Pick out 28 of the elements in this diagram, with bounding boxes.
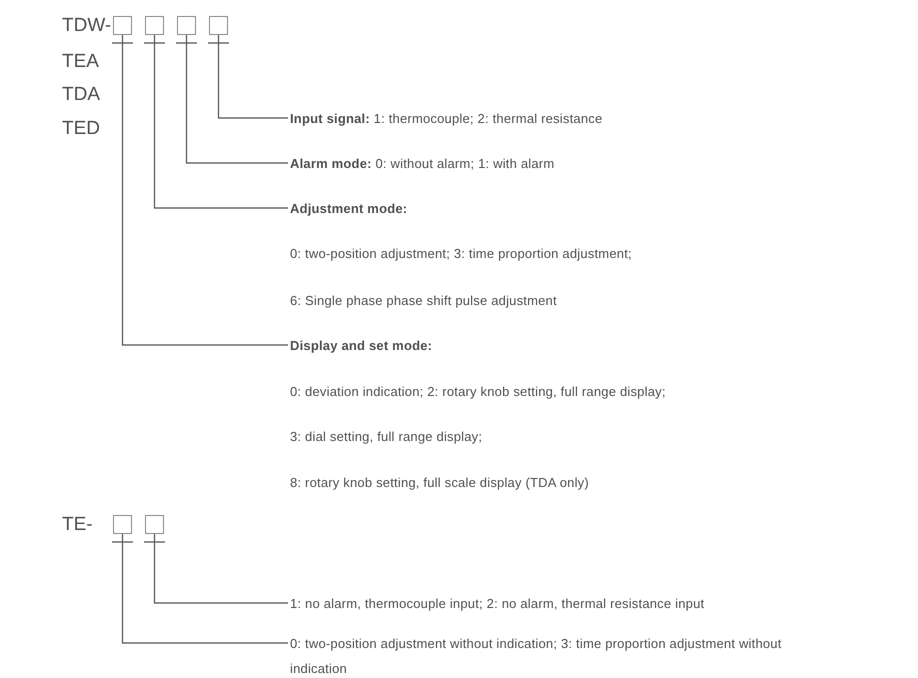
option-description: Input signal: 1: thermocouple; 2: thermal resistance	[290, 106, 850, 131]
option-description: Alarm mode: 0: without alarm; 1: with alarm	[290, 151, 850, 176]
empty-square-box	[113, 515, 132, 534]
empty-square-box	[209, 16, 228, 35]
leader-line	[186, 35, 288, 164]
option-description: 1: no alarm, thermocouple input; 2: no alarm, thermal resistance input	[290, 591, 890, 616]
model-code: TDA	[62, 83, 100, 107]
model-code: TDW-	[62, 14, 112, 38]
option-description: 3: dial setting, full range display;	[290, 428, 482, 446]
option-description: Adjustment mode:	[290, 196, 850, 221]
empty-square-box	[145, 515, 164, 534]
option-description: 8: rotary knob setting, full scale display (TDA only)	[290, 474, 589, 492]
option-description: 0: deviation indication; 2: rotary knob setting, full range display;	[290, 383, 666, 401]
leader-line	[154, 534, 288, 604]
option-description: Display and set mode:	[290, 333, 850, 358]
empty-square-box	[113, 16, 132, 35]
empty-square-box	[145, 16, 164, 35]
model-code: TED	[62, 117, 100, 141]
option-description: 6: Single phase phase shift pulse adjustment	[290, 292, 557, 310]
leader-line	[122, 35, 288, 346]
empty-square-box	[177, 16, 196, 35]
option-description: 0: two-position adjustment; 3: time proportion adjustment;	[290, 245, 632, 263]
leader-line	[122, 534, 288, 644]
model-code: TEA	[62, 50, 99, 74]
model-code: TE-	[62, 513, 93, 537]
option-description: 0: two-position adjustment without indication; 3: time proportion adjustment without indication	[290, 631, 790, 678]
leader-line	[218, 35, 288, 119]
leader-line	[154, 35, 288, 209]
